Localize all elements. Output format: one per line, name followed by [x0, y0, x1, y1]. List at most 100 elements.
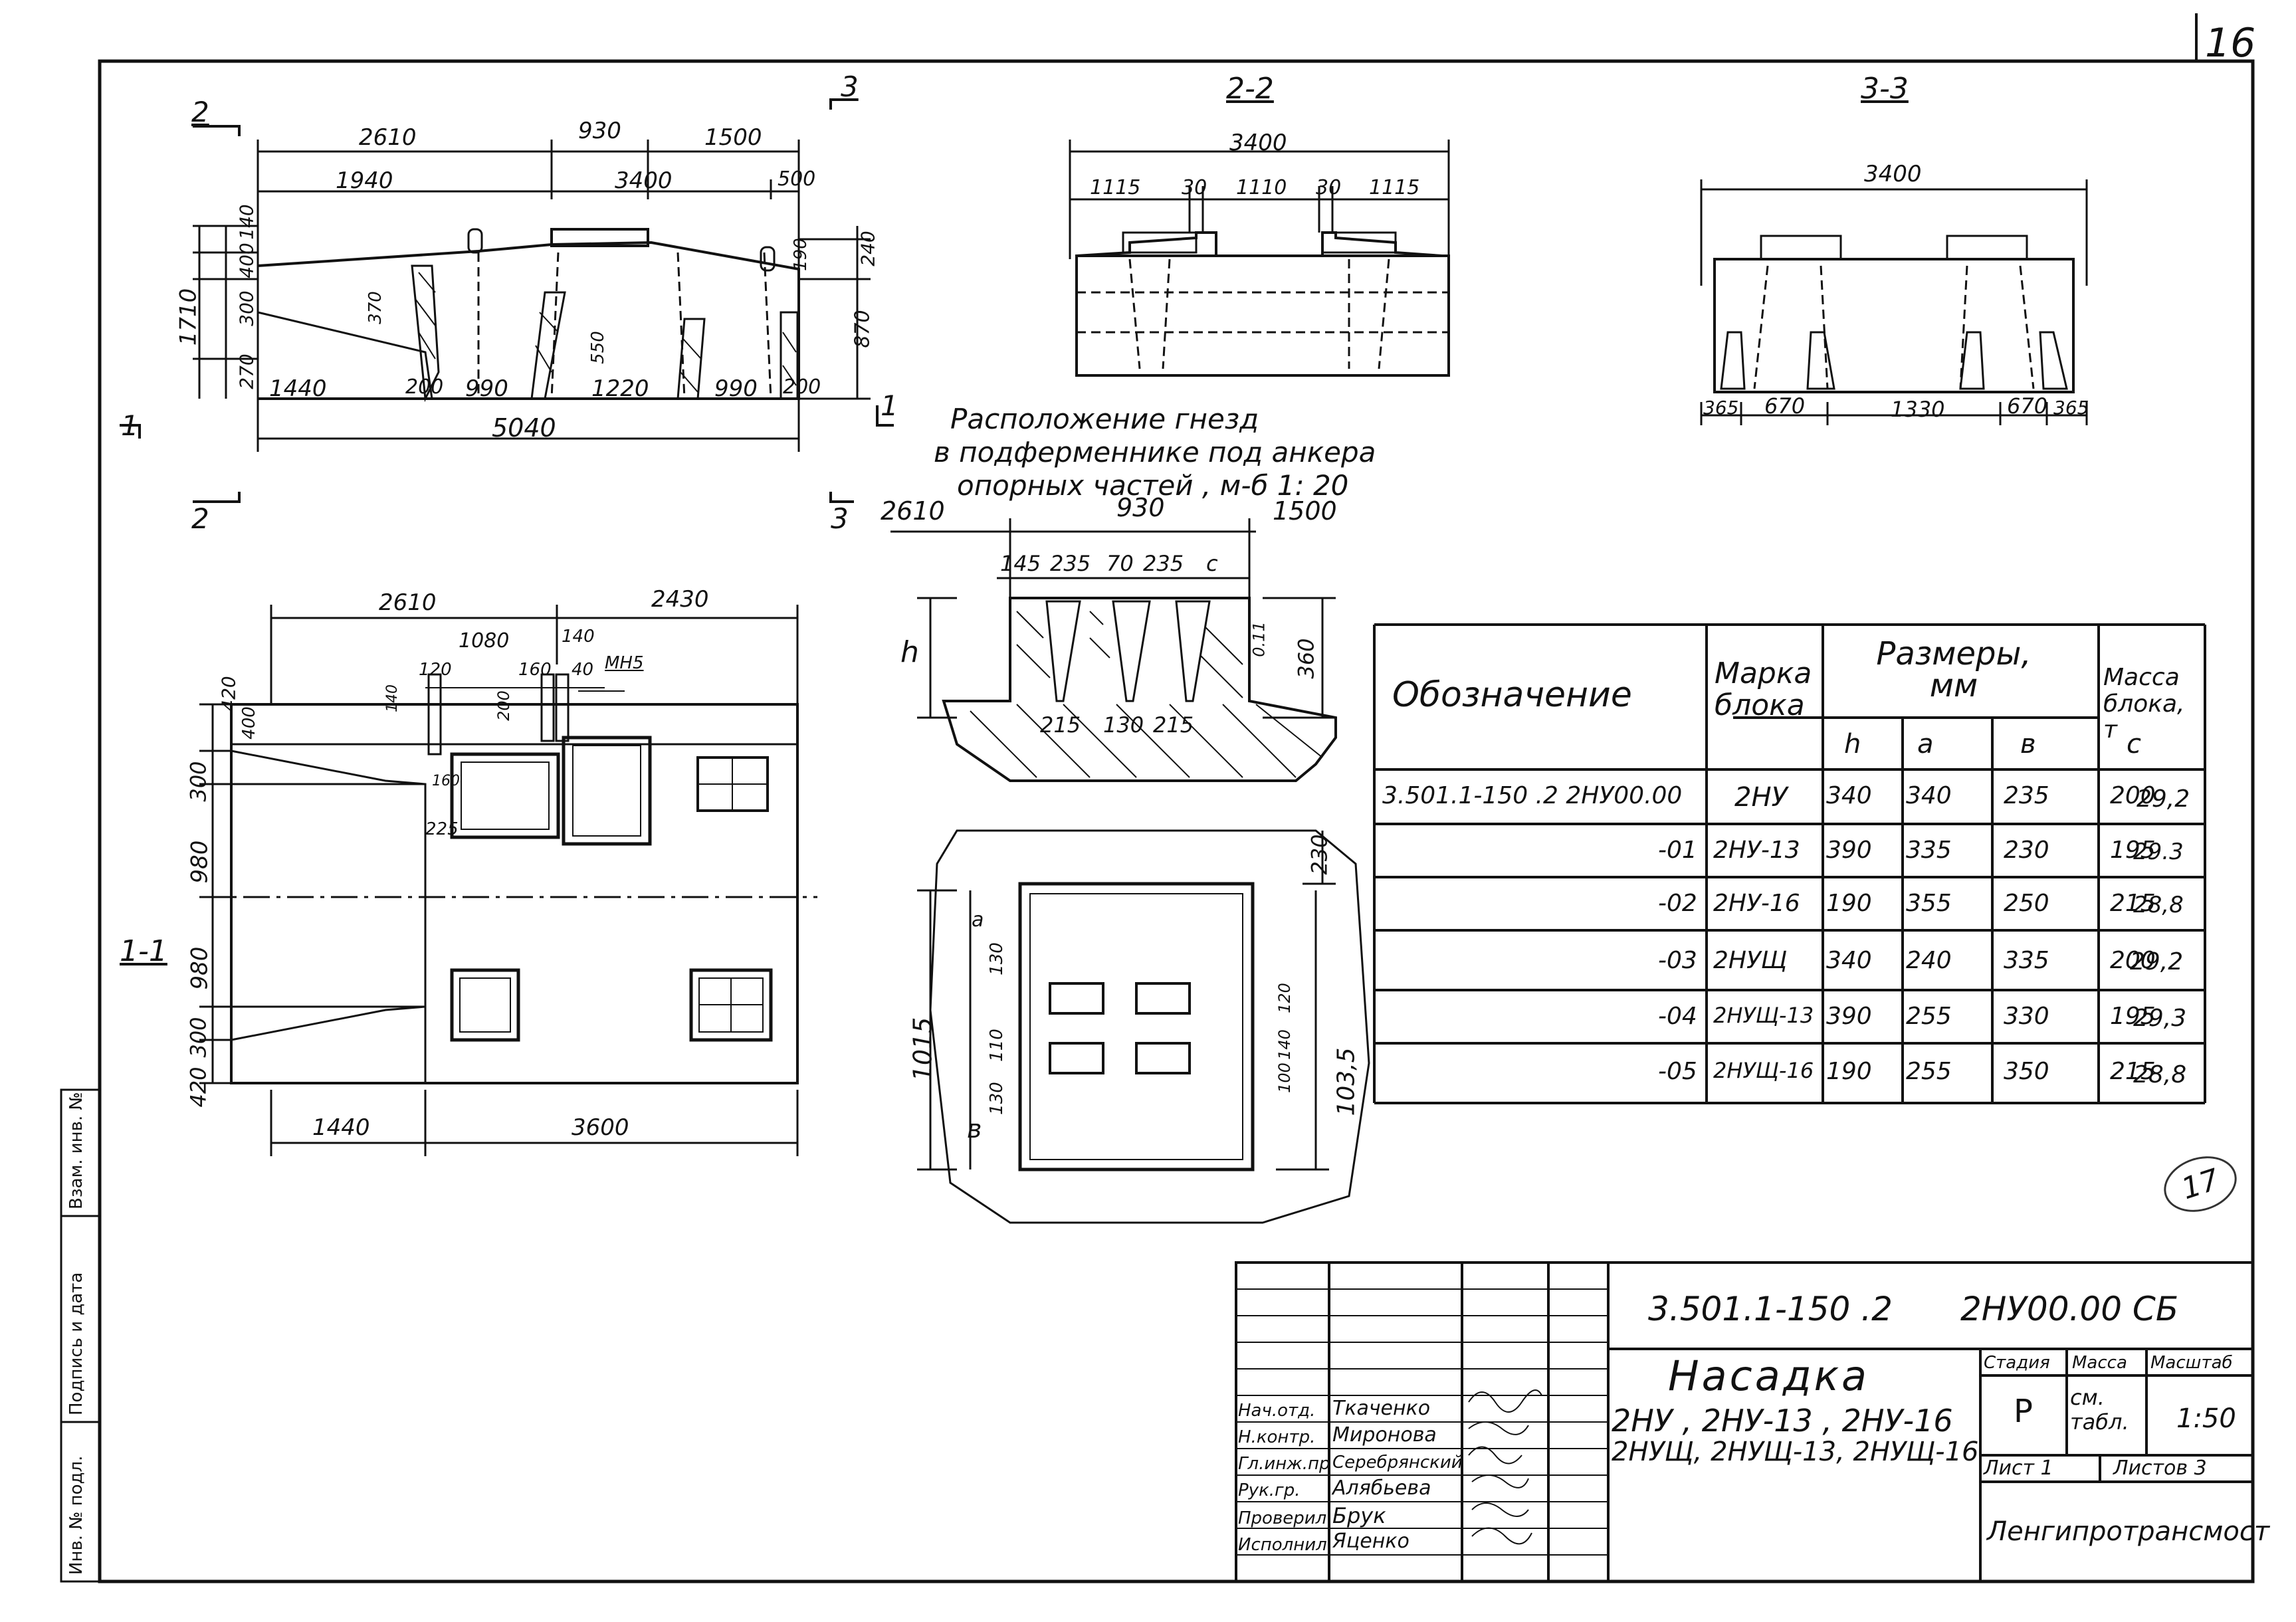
note-line: Расположение гнезд	[950, 403, 1259, 435]
dim: a	[972, 908, 984, 932]
row-mark: 2НУ-16	[1713, 890, 1800, 917]
row-mass: 29.3	[2133, 839, 2184, 865]
row-mark: 2НУ	[1734, 782, 1788, 813]
row-designation: -02	[1658, 890, 1697, 917]
dim: 370	[365, 291, 385, 324]
row-mark: 2НУЩ-13	[1713, 1003, 1814, 1028]
dim: 2610	[359, 124, 417, 151]
row-designation: -01	[1658, 837, 1697, 864]
dim: 130	[986, 942, 1007, 975]
title-stage: Р	[2014, 1393, 2033, 1430]
dim: 420	[217, 676, 240, 712]
dim: 1080	[459, 629, 510, 653]
title-role: Проверил	[1238, 1508, 1327, 1528]
dim: 980	[186, 840, 213, 884]
title-organization: Ленгипротрансмост	[1987, 1516, 2270, 1547]
dim: 270	[235, 354, 258, 389]
row-a: 335	[1906, 837, 1952, 864]
table-sub-c: c	[2127, 729, 2141, 760]
title-stage-label: Стадия	[1984, 1353, 2050, 1373]
row-designation: -03	[1658, 947, 1697, 974]
row-c: 200	[2110, 782, 2156, 809]
side-stamp-label: Инв. № подл.	[66, 1455, 86, 1575]
row-a: 240	[1906, 947, 1952, 974]
dim: 200	[783, 375, 821, 399]
title-role: Рук.гр.	[1238, 1480, 1301, 1500]
title-role: Гл.инж.пр	[1238, 1454, 1330, 1474]
cut-mark: 3	[831, 502, 849, 535]
row-mark: 2НУЩ-16	[1713, 1058, 1814, 1083]
title-name: Насадка	[1668, 1352, 1870, 1400]
dim: 160	[432, 773, 460, 789]
note-line: опорных частей , м-б 1: 20	[957, 469, 1349, 502]
title-person: Алябьева	[1332, 1476, 1431, 1500]
row-mass: 29,2	[2137, 785, 2190, 813]
dim: 0.11	[1249, 621, 1269, 657]
row-a: 340	[1906, 782, 1952, 809]
title-sheets: Листов 3	[2113, 1457, 2207, 1480]
dim: 1440	[269, 375, 327, 402]
cut-mark: 2	[191, 96, 209, 128]
row-designation: -04	[1658, 1003, 1697, 1030]
dim: 500	[778, 167, 816, 191]
table-sub-a: a	[1917, 729, 1934, 760]
row-h: 340	[1826, 782, 1872, 809]
dim: 1710	[175, 288, 202, 346]
dim: 420	[185, 1066, 211, 1108]
dim: 40	[572, 660, 594, 680]
title-role: Исполнил	[1238, 1535, 1327, 1555]
row-designation: 3.501.1-150 .2 2НУ00.00	[1382, 782, 1683, 809]
row-b: 350	[2004, 1058, 2049, 1085]
table-header-mass: Масса блока, т	[2103, 664, 2185, 744]
dim: 140	[1275, 1029, 1294, 1060]
dim: 990	[465, 375, 508, 402]
dim: 130	[986, 1082, 1007, 1115]
anchor-mark: МН5	[605, 653, 644, 673]
dim: 140	[562, 627, 595, 647]
row-c: 215	[2110, 1058, 2156, 1085]
row-a: 255	[1906, 1058, 1952, 1085]
table-header-designation: Обозначение	[1392, 675, 1632, 715]
dim: 300	[185, 1017, 211, 1058]
table-sub-b: в	[2020, 729, 2036, 760]
dim: 1940	[336, 167, 393, 194]
dim: 670	[1764, 393, 1806, 419]
title-role: Нач.отд.	[1238, 1401, 1316, 1421]
dim: в	[967, 1114, 982, 1144]
row-b: 230	[2004, 837, 2049, 864]
title-role: Н.контр.	[1238, 1427, 1316, 1447]
row-mark: 2НУЩ	[1713, 947, 1788, 974]
row-c: 200	[2110, 947, 2156, 974]
title-sheet: Лист 1	[1984, 1457, 2053, 1480]
dim: 215	[1153, 712, 1194, 738]
side-stamp-label: Подпись и дата	[66, 1272, 86, 1415]
dim: 400	[239, 706, 259, 740]
dim: 980	[186, 946, 213, 990]
title-person: Брук	[1332, 1503, 1386, 1528]
row-c: 215	[2110, 890, 2156, 917]
row-b: 235	[2004, 782, 2049, 809]
sheet-number: 16	[2205, 20, 2256, 66]
dim: 3600	[572, 1114, 629, 1141]
cut-mark: 1	[121, 409, 139, 442]
dim: 870	[851, 310, 875, 348]
dim: 103,5	[1332, 1047, 1360, 1116]
dim: 235	[1050, 551, 1091, 576]
view-title-3-3: 3-3	[1861, 72, 1909, 106]
row-a: 255	[1906, 1003, 1952, 1030]
dim: 1015	[908, 1017, 938, 1082]
dim: 930	[578, 118, 621, 144]
cut-mark: 3	[841, 70, 859, 103]
dim: h	[900, 635, 919, 669]
dim: 200	[494, 690, 513, 721]
cut-mark: 1	[881, 389, 898, 422]
title-person: Яценко	[1332, 1530, 1409, 1553]
row-b: 250	[2004, 890, 2049, 917]
row-h: 340	[1826, 947, 1872, 974]
row-mass: 28,8	[2133, 1061, 2187, 1088]
dim: 300	[235, 290, 258, 326]
dim: 1110	[1236, 176, 1287, 199]
side-stamp-label: Взам. инв. №	[66, 1092, 86, 1209]
dim: 30	[1182, 176, 1207, 199]
